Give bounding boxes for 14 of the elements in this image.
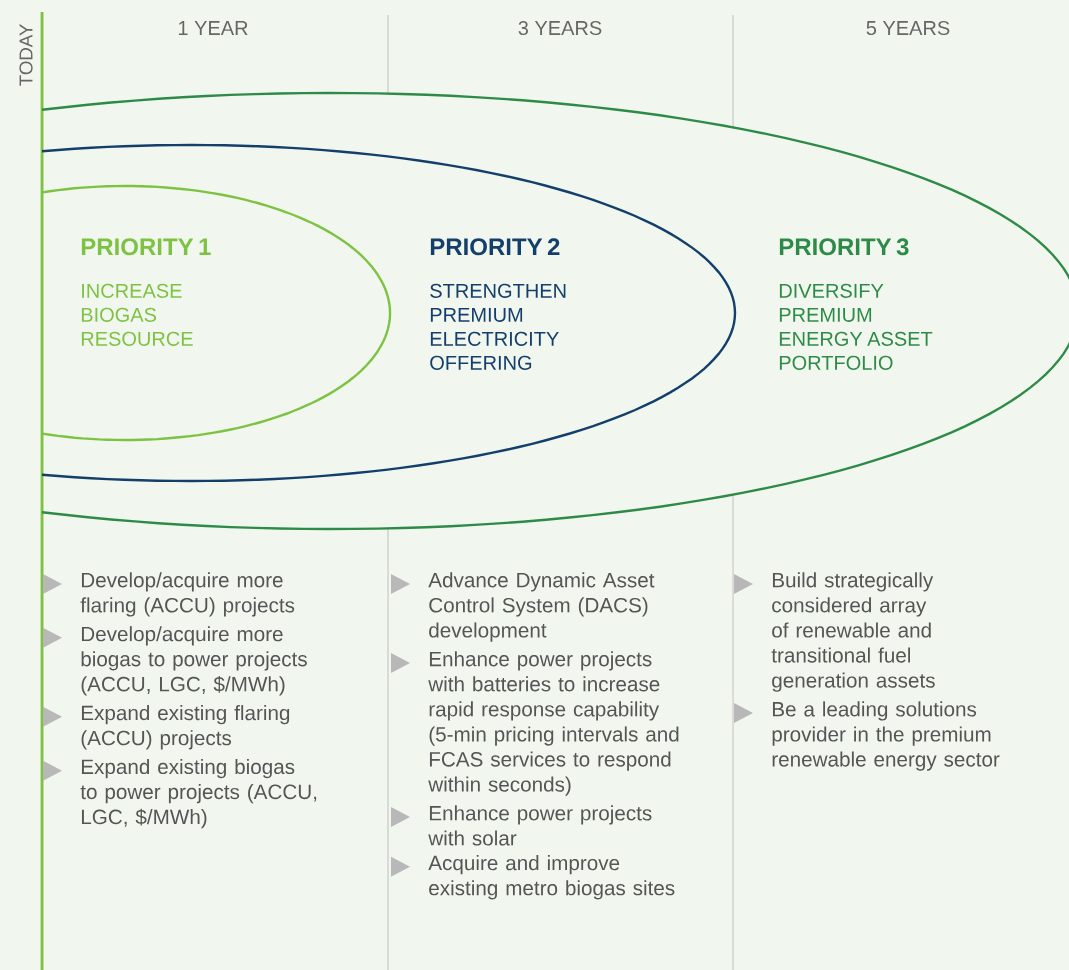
bullet-text: Advance Dynamic Asset Control System (DACS) development [428,572,655,642]
bullet-text: Develop/acquire more biogas to power projects (ACCU, LGC, $/MWh) [81,626,307,696]
bullet-text: Build strategically considered array of renewable and transitional fuel generation assets [771,572,935,692]
bullet-text: Acquire and improve existing metro biogas sites [428,855,675,900]
time-label: 1 YEAR [178,21,248,35]
time-label: 5 YEARS [866,20,950,36]
bullet-text: Enhance power projects with solar [428,805,652,846]
bullet-text: Be a leading solutions provider in the premium renewable energy sector [772,701,1000,771]
bullet-text: Expand existing flaring (ACCU) projects [81,705,290,750]
bullet-text: Develop/acquire more flaring (ACCU) projects [80,572,295,617]
time-label: 3 YEARS [518,20,602,36]
time-label: TODAY [19,24,33,86]
bullet-text: Enhance power projects with batteries to increase rapid response capability (5-min pricing intervals and FCAS services to respond within seconds) [428,651,679,796]
bullet-text: Expand existing biogas to power projects (ACCU, LGC, $/MWh) [80,758,317,829]
